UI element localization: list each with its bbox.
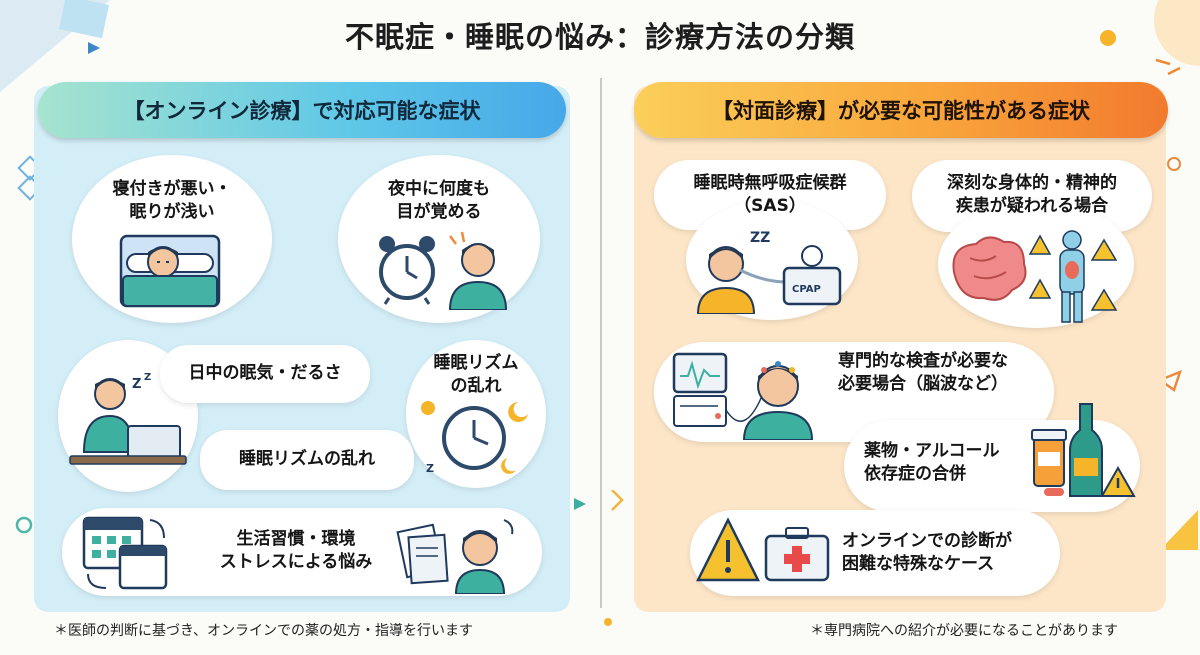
online-footnote: ＊医師の判断に基づき、オンラインでの薬の処方・指導を行います — [54, 623, 474, 639]
online-item-label: 生活習慣・環境 ストレスによる悩み — [219, 529, 373, 572]
online-item-label: 寝付きが悪い・ 眠りが浅い — [112, 179, 232, 222]
corner-decoration-top-left — [0, 0, 110, 92]
inperson-item-label: 専門的な検査が必要な 必要場合（脳波など） — [838, 351, 1008, 394]
sleep-z-letter: Z — [132, 377, 141, 392]
sleep-z-letter: Z — [426, 462, 434, 475]
stressed-person-icon — [396, 519, 514, 594]
person-in-bed-icon — [119, 234, 221, 308]
inperson-item-label: オンラインでの診断が 困難な特殊なケース — [842, 531, 1012, 574]
online-item-label: 夜中に何度も 目が覚める — [388, 179, 490, 222]
page-title: 不眠症・睡眠の悩み：診療方法の分類 — [344, 20, 855, 54]
medicine-and-bottle-icon — [1031, 403, 1136, 497]
online-item-night-waking-card — [338, 155, 540, 323]
online-item-sleep-rhythm-pill — [200, 430, 414, 490]
inperson-item-label: 睡眠時無呼吸症候群 （SAS） — [693, 173, 847, 216]
svg-text:ZZ: ZZ — [750, 230, 770, 246]
sleepy-person-at-laptop-icon: Z Z — [69, 372, 187, 465]
inperson-item-special-case-card — [690, 510, 1060, 596]
calendar-icon — [82, 516, 168, 590]
inperson-item-label: 深刻な身体的・精神的 疾患が疑われる場合 — [947, 173, 1117, 216]
inperson-item-label: 薬物・アルコール 依存症の合併 — [864, 441, 1000, 484]
sleep-z-letter: Z — [144, 372, 151, 383]
side-decoration-right — [1157, 157, 1198, 550]
corner-decoration-top-right — [1100, 0, 1200, 76]
online-item-label: 睡眠リズムの乱れ — [239, 449, 375, 469]
alarm-clock-icon — [379, 236, 435, 305]
tired-man-icon — [448, 231, 508, 310]
brain-and-body-warning-icon — [952, 230, 1118, 323]
online-item-label: 日中の眠気・だるさ — [188, 363, 342, 383]
inperson-footnote: ＊専門病院への紹介が必要になることがあります — [810, 623, 1118, 639]
warning-and-first-aid-icon — [696, 517, 830, 582]
day-night-clock-icon: Z — [421, 401, 528, 475]
online-header: 【オンライン診療】で対応可能な症状 — [38, 82, 566, 138]
cpap-device-label: CPAP — [792, 284, 821, 295]
center-decoration — [574, 490, 624, 626]
online-item-label: 睡眠リズム の乱れ — [433, 353, 519, 396]
cpap-sleep-apnea-icon: ZZ CPAP — [696, 230, 842, 314]
inperson-header: 【対面診療】が必要な可能性がある症状 — [634, 82, 1168, 138]
eeg-brainwave-test-icon — [672, 352, 814, 440]
online-item-daytime-sleepiness-pill — [160, 345, 370, 403]
center-divider — [600, 78, 602, 608]
